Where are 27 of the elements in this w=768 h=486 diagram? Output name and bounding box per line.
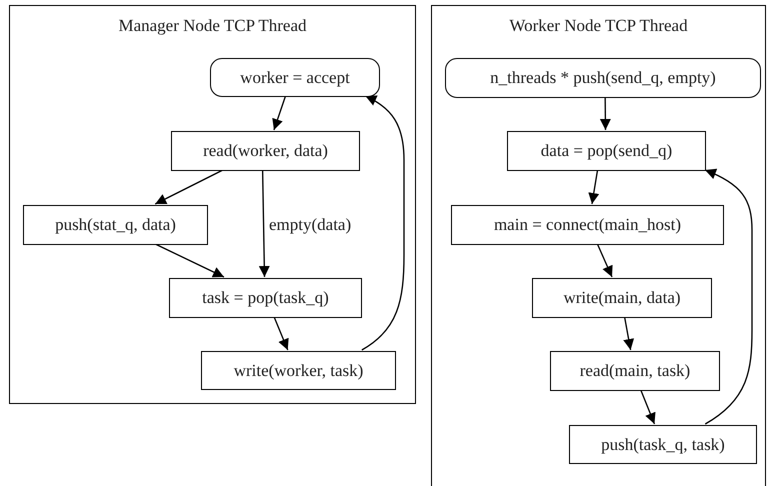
arrow [274,316,289,350]
group-frame [431,5,766,486]
arrow [588,170,600,204]
process-box: data = pop(send_q) [507,131,706,171]
arrow [154,169,224,205]
process-box: read(main, task) [550,351,720,391]
process-box: write(worker, task) [201,351,396,390]
arrow [154,243,224,278]
group-frame [9,5,416,404]
start-box: n_threads * push(send_q, empty) [445,58,761,98]
group-title: Worker Node TCP Thread [508,16,689,36]
group-title: Manager Node TCP Thread [117,16,308,36]
arrow [640,390,656,424]
arrow [272,96,286,130]
arrow [600,97,611,130]
arrow [362,95,405,351]
arrow [704,169,753,425]
process-box: main = connect(main_host) [451,205,724,245]
arrow [596,244,613,278]
arrow [623,316,634,350]
start-box: worker = accept [210,58,380,97]
process-box: write(main, data) [532,278,712,318]
arrow [258,170,270,278]
process-box: task = pop(task_q) [169,278,362,318]
process-box: read(worker, data) [171,131,360,171]
process-box: push(task_q, task) [569,425,757,464]
process-box: push(stat_q, data) [23,205,208,245]
